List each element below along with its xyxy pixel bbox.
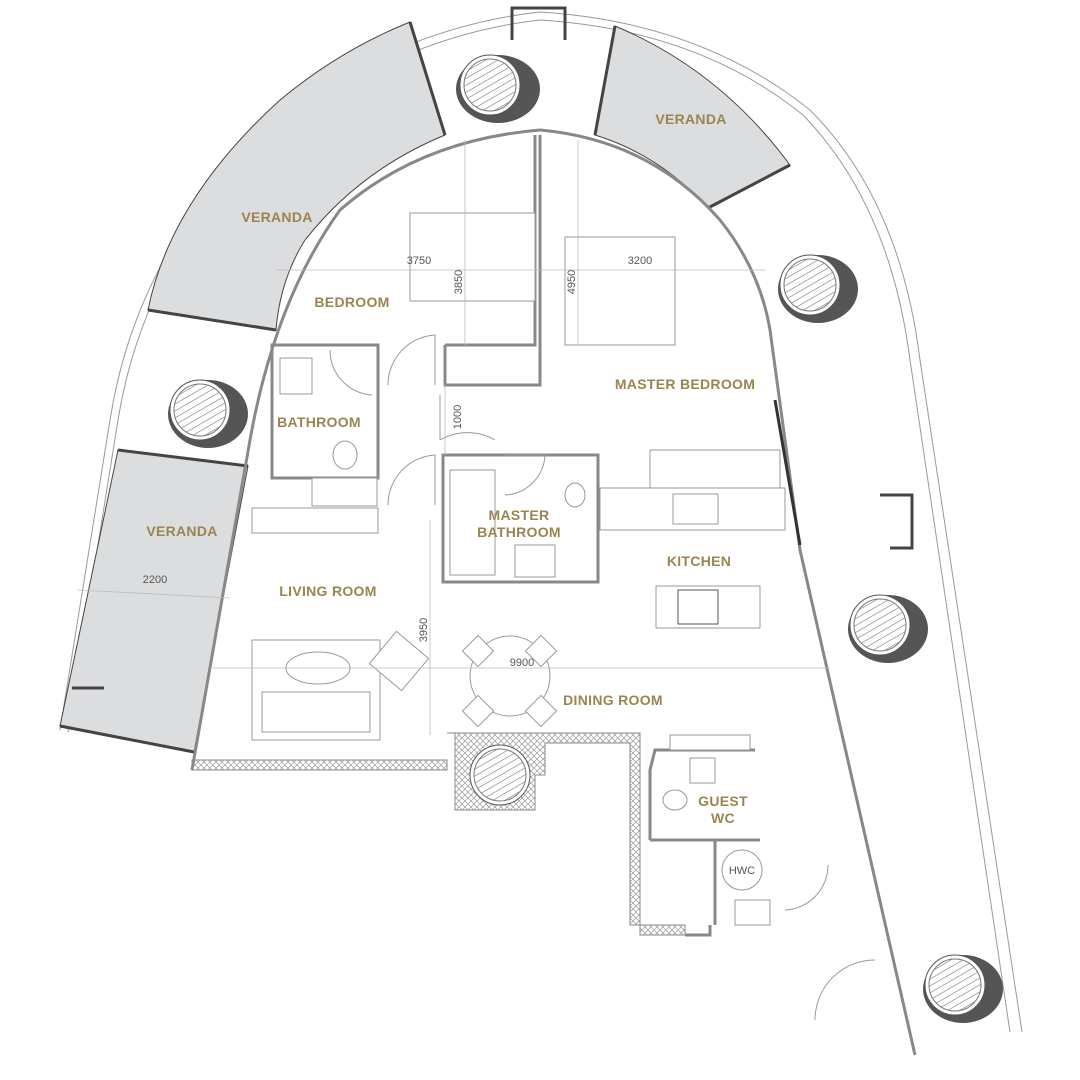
dimension-lines [77,140,830,735]
dim-master-depth: 4950 [566,270,578,294]
label-veranda-left-upper: VERANDA [241,209,312,225]
label-master-bathroom-line1: MASTER [489,507,550,523]
dining-chairs [461,634,558,728]
vanity [311,477,378,507]
cabinet [734,899,771,926]
label-kitchen: KITCHEN [667,553,731,569]
core-wall [685,925,712,937]
label-veranda-left-lower: VERANDA [146,523,217,539]
label-bedroom: BEDROOM [314,294,389,310]
tree-planters [168,54,1003,1023]
bed [409,212,536,302]
veranda-left-lower [59,449,249,753]
dim-bedroom-depth: 3850 [453,270,465,294]
label-bathroom: BATHROOM [277,414,361,430]
hot-water-cylinder [721,849,763,891]
label-master-bathroom-line2: BATHROOM [477,524,561,540]
label-living-room: LIVING ROOM [279,583,376,599]
cooktop [677,589,719,625]
master-wardrobe [649,449,781,489]
sideboard [251,507,379,534]
dim-corridor: 1000 [452,405,464,429]
dim-veranda-width: 2200 [143,574,167,586]
glazing-right [773,399,802,546]
sofa [261,691,371,733]
veranda-dividers [59,21,791,754]
label-veranda-top: VERANDA [655,111,726,127]
basin [279,357,313,395]
veranda-left-upper [147,21,446,331]
label-hwc: HWC [729,865,755,877]
balcony-fixtures [72,6,914,690]
dim-living-width: 9900 [510,657,534,669]
toilet [564,482,586,508]
basin [689,757,716,784]
dim-living-depth: 3950 [418,618,430,642]
counter [669,734,751,751]
toilet [332,440,358,470]
master-bed [564,236,676,346]
label-master-bedroom: MASTER BEDROOM [615,376,755,392]
dim-master-width: 3200 [628,255,652,267]
hatched-wall-bottom [191,759,448,771]
basin [514,544,556,578]
doors [329,334,876,1021]
toilet [662,789,688,811]
dim-bedroom-width: 3750 [407,255,431,267]
wardrobe-walls [443,135,542,387]
armchair [368,630,430,692]
label-dining-room: DINING ROOM [563,692,663,708]
label-guest-wc-line2: WC [711,810,735,826]
kitchen-sink [672,493,719,525]
bathtub [449,469,496,576]
exterior-wall [190,128,917,1056]
label-guest-wc-line1: GUEST [698,793,748,809]
